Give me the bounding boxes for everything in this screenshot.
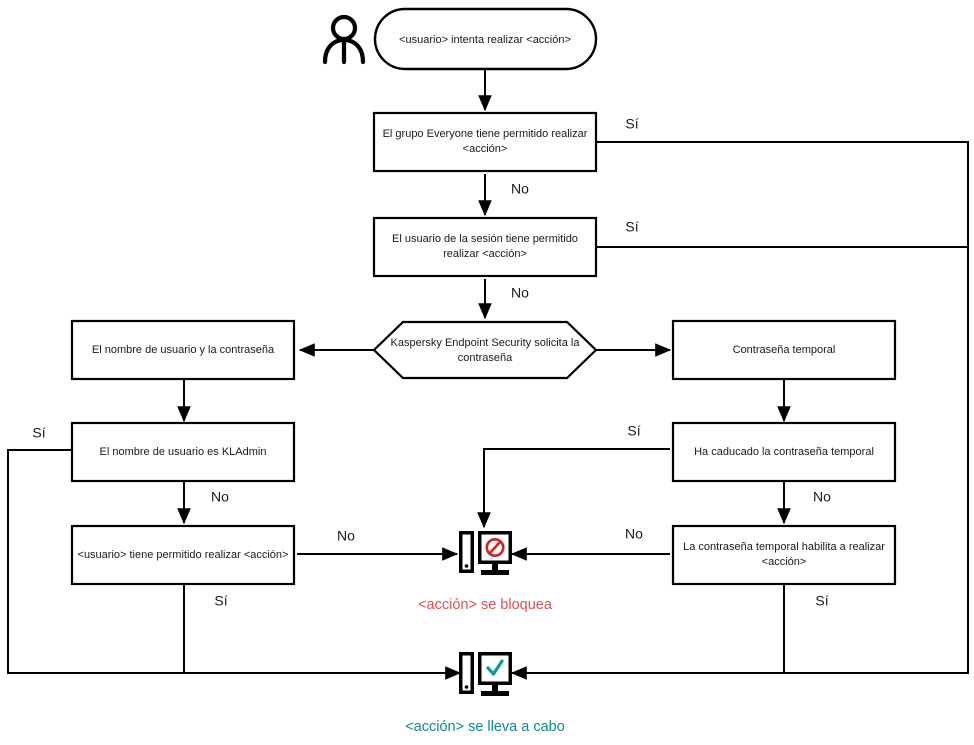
- edge-label-kladmin-no: No: [211, 489, 229, 505]
- edge-label-temp-enables-yes: Sí: [815, 593, 828, 609]
- node-temp-password-expired[interactable]: Ha caducado la contraseña temporal: [671, 421, 897, 483]
- node-temp-password-enables-action-line1: La contraseña temporal habilita a realiz…: [683, 541, 885, 553]
- edge-label-everyone-no: No: [511, 181, 529, 197]
- allowed-outcome-label: <acción> se lleva a cabo: [405, 719, 565, 735]
- node-kes-requests-password[interactable]: Kaspersky Endpoint Security solicita la …: [372, 320, 598, 380]
- edge-labels-layer: Sí No Sí No Sí No Sí No No No Sí Sí: [32, 116, 831, 609]
- node-username-is-kladmin-text: El nombre de usuario es KLAdmin: [100, 446, 267, 458]
- edges-layer: [7, 69, 969, 680]
- node-username-is-kladmin[interactable]: El nombre de usuario es KLAdmin: [70, 421, 296, 483]
- edge-label-session-yes: Sí: [625, 219, 638, 235]
- edge-label-user-allowed-no: No: [337, 528, 355, 544]
- node-kes-requests-password-line2: contraseña: [458, 352, 513, 364]
- node-user-allowed-action[interactable]: <usuario> tiene permitido realizar <acci…: [70, 524, 296, 586]
- node-everyone-allowed[interactable]: El grupo Everyone tiene permitido realiz…: [372, 111, 598, 173]
- person-icon: [322, 14, 366, 65]
- node-username-and-password-text: El nombre de usuario y la contraseña: [92, 344, 275, 356]
- edge-expired-yes: [477, 448, 670, 529]
- node-temp-password-expired-text: Ha caducado la contraseña temporal: [694, 446, 874, 458]
- node-start-text: <usuario> intenta realizar <acción>: [399, 34, 571, 46]
- blocked-outcome-label: <acción> se bloquea: [418, 597, 553, 613]
- node-temporary-password[interactable]: Contraseña temporal: [671, 319, 897, 381]
- edge-label-expired-no: No: [813, 489, 831, 505]
- edge-kladmin-yes: [7, 449, 462, 680]
- monitor-blocked-icon: [459, 531, 512, 575]
- edge-label-session-no: No: [511, 285, 529, 301]
- edge-everyone-yes: [510, 141, 969, 680]
- node-user-allowed-action-text: <usuario> tiene permitido realizar <acci…: [78, 549, 289, 561]
- edge-label-everyone-yes: Sí: [625, 116, 638, 132]
- node-temp-password-enables-action[interactable]: La contraseña temporal habilita a realiz…: [671, 524, 897, 586]
- monitor-check-icon: [459, 652, 512, 696]
- node-kes-requests-password-line1: Kaspersky Endpoint Security solicita la: [391, 337, 581, 349]
- edge-label-expired-yes: Sí: [627, 423, 640, 439]
- node-username-and-password[interactable]: El nombre de usuario y la contraseña: [70, 319, 296, 381]
- node-session-user-allowed-line2: realizar <acción>: [443, 248, 527, 260]
- node-session-user-allowed[interactable]: El usuario de la sesión tiene permitido …: [372, 216, 598, 278]
- node-temp-password-enables-action-line2: <acción>: [762, 556, 807, 568]
- edge-label-temp-enables-no: No: [625, 526, 643, 542]
- node-everyone-allowed-line1: El grupo Everyone tiene permitido realiz…: [383, 128, 588, 140]
- edge-label-kladmin-yes: Sí: [32, 425, 45, 441]
- node-session-user-allowed-line1: El usuario de la sesión tiene permitido: [392, 233, 578, 245]
- edge-label-user-allowed-yes: Sí: [214, 593, 227, 609]
- node-start[interactable]: <usuario> intenta realizar <acción>: [373, 7, 598, 71]
- node-temporary-password-text: Contraseña temporal: [733, 344, 836, 356]
- node-everyone-allowed-line2: <acción>: [463, 143, 508, 155]
